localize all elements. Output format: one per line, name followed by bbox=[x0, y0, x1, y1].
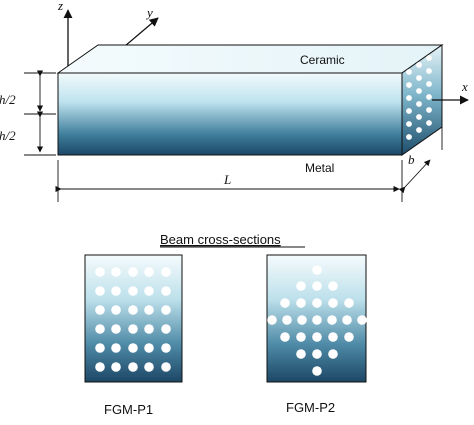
section-p1-hole bbox=[128, 343, 138, 353]
section-p2-hole bbox=[328, 298, 338, 308]
section-p2-label: FGM-P2 bbox=[286, 400, 335, 415]
section-p1-hole bbox=[144, 362, 154, 372]
section-p2-hole bbox=[312, 298, 322, 308]
width-label: b bbox=[408, 152, 415, 167]
section-p1-hole bbox=[111, 305, 121, 315]
section-p1-hole bbox=[144, 305, 154, 315]
section-p2-hole bbox=[344, 298, 354, 308]
beam-end-hole bbox=[406, 108, 412, 114]
section-p2-hole bbox=[267, 315, 277, 325]
section-p1-hole bbox=[128, 286, 138, 296]
beam-end-hole bbox=[426, 107, 432, 113]
half-height-label-bottom: h/2 bbox=[0, 128, 16, 143]
beam-end-hole bbox=[416, 75, 422, 81]
section-p2-hole bbox=[312, 315, 322, 325]
beam-end-hole bbox=[426, 81, 432, 87]
section-p1-hole bbox=[161, 267, 171, 277]
section-p1-hole bbox=[144, 286, 154, 296]
section-p2-hole bbox=[312, 349, 322, 359]
section-p2-hole bbox=[296, 349, 306, 359]
beam-end-hole bbox=[416, 114, 422, 120]
y-axis-label: y bbox=[145, 5, 153, 20]
y-axis-line bbox=[124, 17, 159, 47]
section-p1-hole bbox=[111, 324, 121, 334]
section-p1-hole bbox=[95, 267, 105, 277]
section-p1-hole bbox=[144, 324, 154, 334]
section-p2-hole bbox=[296, 332, 306, 342]
section-p1-hole bbox=[161, 362, 171, 372]
section-p1-hole bbox=[161, 343, 171, 353]
section-p2-hole bbox=[280, 332, 290, 342]
section-p2-hole bbox=[280, 298, 290, 308]
beam-end-hole bbox=[426, 94, 432, 100]
section-p1-hole bbox=[111, 362, 121, 372]
section-p2-hole bbox=[296, 281, 306, 291]
beam-end-holes bbox=[406, 55, 432, 140]
section-p1-hole bbox=[128, 305, 138, 315]
section-p1-hole bbox=[95, 343, 105, 353]
section-p2-hole bbox=[328, 332, 338, 342]
section-p2-hole bbox=[312, 265, 322, 275]
ceramic-label: Ceramic bbox=[300, 53, 345, 67]
beam-end-hole bbox=[416, 127, 422, 133]
width-dimension-arrow bbox=[398, 159, 431, 194]
beam-end-hole bbox=[416, 62, 422, 68]
beam-end-hole bbox=[406, 69, 412, 75]
section-p1-hole bbox=[111, 343, 121, 353]
section-p2-hole bbox=[312, 332, 322, 342]
section-p2-hole bbox=[296, 298, 306, 308]
beam-end-hole bbox=[416, 88, 422, 94]
section-p1-hole bbox=[111, 267, 121, 277]
section-p1-holes bbox=[95, 267, 171, 372]
section-p1-hole bbox=[161, 305, 171, 315]
section-p2-hole bbox=[342, 315, 352, 325]
section-p1-hole bbox=[95, 324, 105, 334]
x-axis-label: x bbox=[461, 79, 468, 94]
section-p2-hole bbox=[344, 332, 354, 342]
beam-end-hole bbox=[426, 68, 432, 74]
section-p1-hole bbox=[144, 267, 154, 277]
section-p1-hole bbox=[95, 286, 105, 296]
section-p2-hole bbox=[327, 315, 337, 325]
beam-end-hole bbox=[406, 134, 412, 140]
cross-sections-title: Beam cross-sections bbox=[160, 232, 281, 247]
length-label: L bbox=[223, 172, 231, 187]
metal-label: Metal bbox=[305, 161, 334, 175]
section-p2-holes bbox=[267, 265, 367, 376]
section-p1-hole bbox=[161, 324, 171, 334]
beam-end-hole bbox=[426, 120, 432, 126]
half-height-label-top: h/2 bbox=[0, 92, 16, 107]
beam-end-hole bbox=[406, 121, 412, 127]
z-axis-label: z bbox=[57, 0, 63, 13]
section-p1-hole bbox=[128, 267, 138, 277]
section-p2-hole bbox=[357, 315, 367, 325]
section-p1-hole bbox=[111, 286, 121, 296]
beam-end-hole bbox=[416, 101, 422, 107]
section-p1-hole bbox=[95, 305, 105, 315]
beam-front-face bbox=[57, 72, 403, 156]
section-p1-hole bbox=[128, 324, 138, 334]
section-p2-hole bbox=[328, 349, 338, 359]
beam-end-hole bbox=[406, 82, 412, 88]
section-p1-hole bbox=[144, 343, 154, 353]
beam-end-hole bbox=[426, 55, 432, 61]
section-p2-hole bbox=[297, 315, 307, 325]
section-p2-hole bbox=[328, 281, 338, 291]
section-p1-hole bbox=[161, 286, 171, 296]
section-p2-hole bbox=[312, 281, 322, 291]
section-p1-label: FGM-P1 bbox=[104, 402, 153, 417]
section-p2-hole bbox=[282, 315, 292, 325]
section-p1-hole bbox=[128, 362, 138, 372]
section-p2-hole bbox=[312, 366, 322, 376]
beam-end-hole bbox=[406, 95, 412, 101]
beam-top-face bbox=[56, 44, 444, 74]
section-p1-hole bbox=[95, 362, 105, 372]
